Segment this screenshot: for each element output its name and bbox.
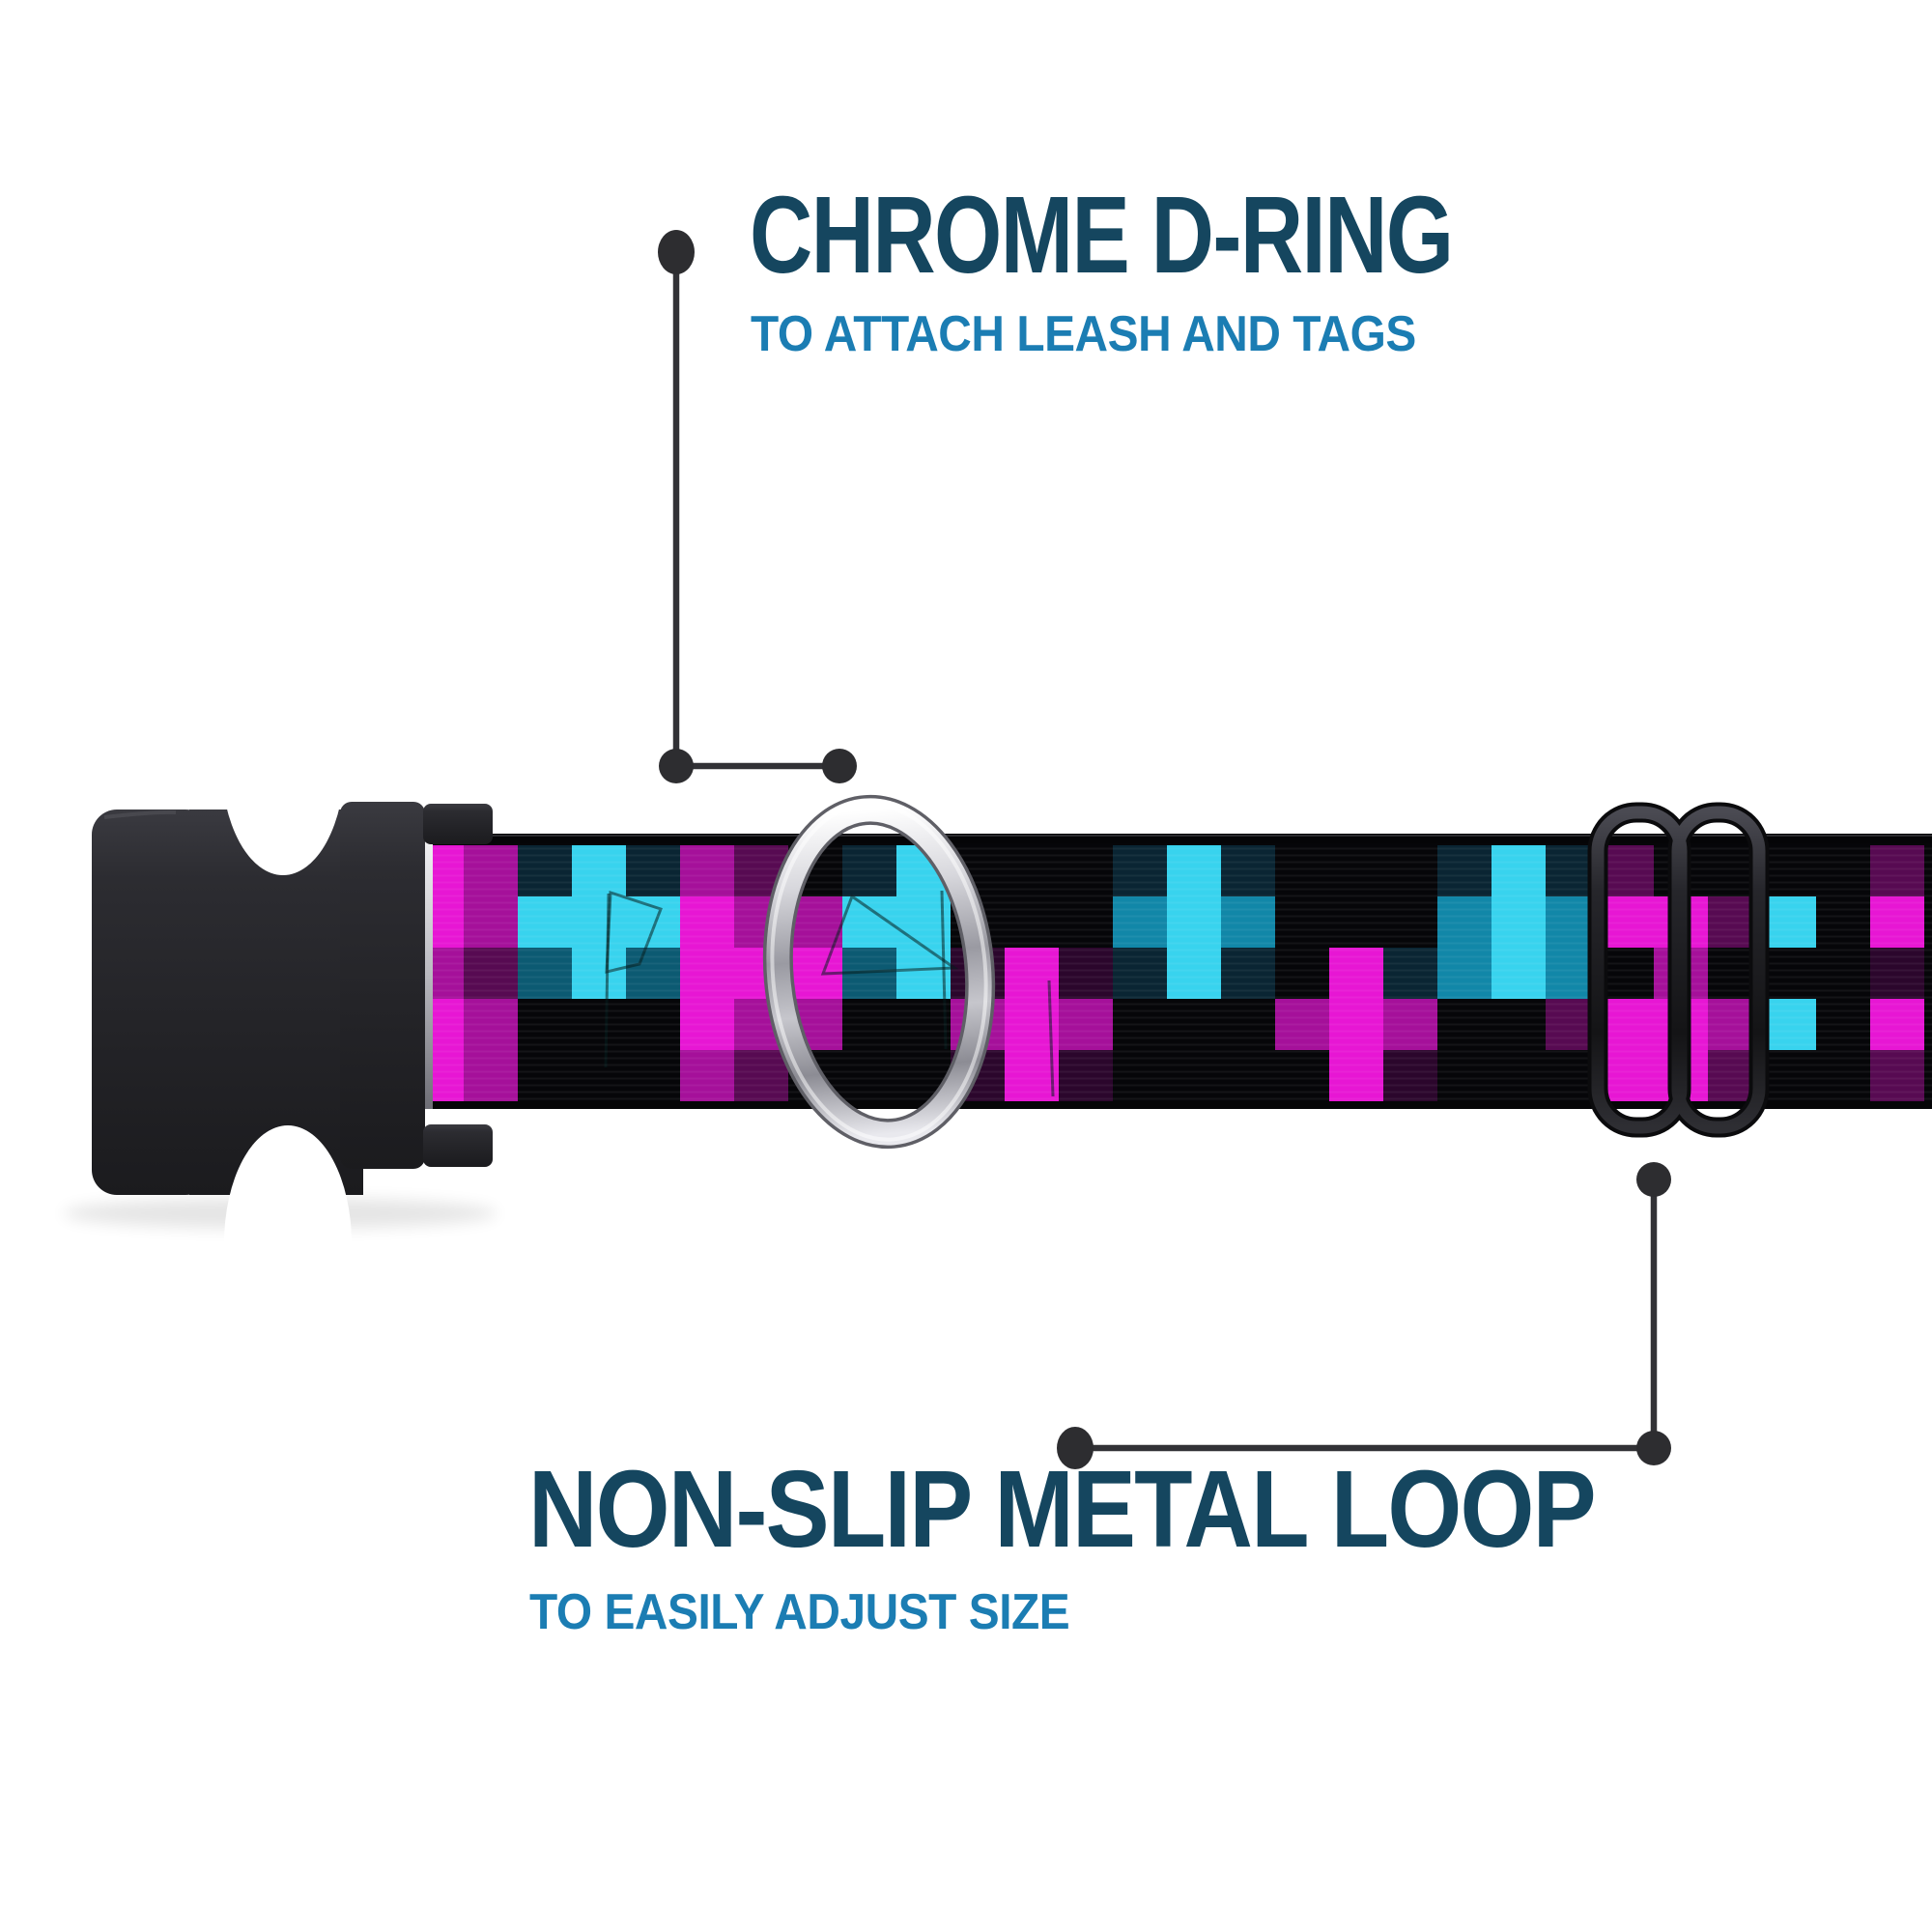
loop-title: NON-SLIP METAL LOOP <box>528 1448 1597 1570</box>
buckle <box>92 647 493 1361</box>
loop-callout-dot-label <box>1057 1427 1094 1469</box>
webbing-top-edge <box>415 834 1932 843</box>
buckle-edge-highlight <box>103 810 177 819</box>
dring-callout-connector <box>658 230 857 783</box>
loop-callout-dot-bend <box>1636 1431 1671 1465</box>
buckle-top-notch <box>221 647 345 875</box>
dring-callout-dot-target <box>822 749 857 783</box>
chrome-d-ring <box>762 794 996 1150</box>
dring-subtitle: TO ATTACH LEASH AND TAGS <box>751 306 1416 362</box>
buckle-bottom-lip <box>423 1124 493 1167</box>
webbing-bottom-edge <box>415 1101 1932 1109</box>
webbing-weave-texture <box>415 834 1932 1109</box>
dring-callout-dot-bend <box>659 749 694 783</box>
collar-strap <box>415 834 1932 1109</box>
buckle-top-lip <box>423 804 493 844</box>
metal-loop <box>1587 802 1770 1138</box>
metal-loop-right-bar <box>1671 806 1766 1134</box>
buckle-right-bar <box>340 802 425 1169</box>
loop-callout-dot-target <box>1636 1162 1671 1197</box>
buckle-bottom-notch <box>224 1125 352 1361</box>
dring-callout-dot-label <box>658 230 695 274</box>
dring-title: CHROME D-RING <box>750 174 1454 296</box>
buckle-left-bar <box>92 810 211 1195</box>
loop-callout-connector <box>1057 1162 1671 1469</box>
loop-subtitle: TO EASILY ADJUST SIZE <box>529 1584 1070 1640</box>
d-ring-chrome <box>766 798 992 1146</box>
buckle-slot-highlight <box>425 838 433 1109</box>
d-ring-glint <box>770 802 988 1142</box>
